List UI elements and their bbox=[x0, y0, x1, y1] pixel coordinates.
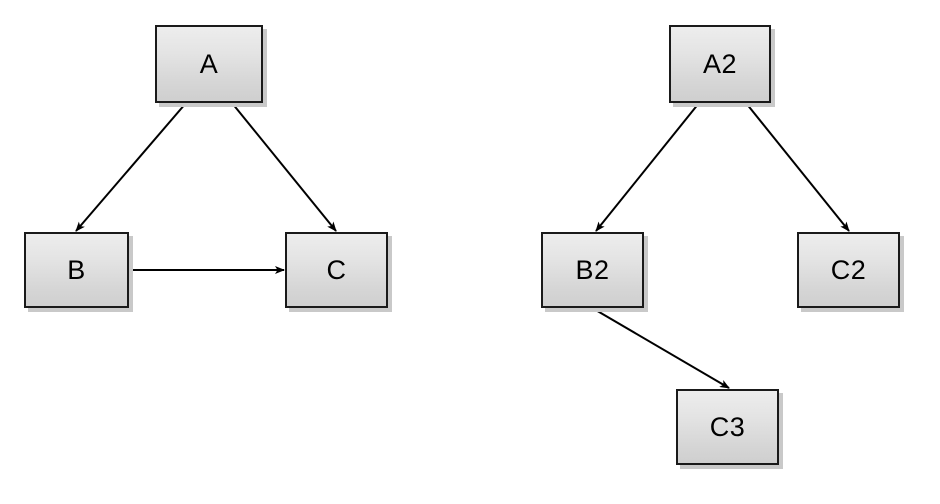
node-label-b2: B2 bbox=[575, 254, 610, 285]
edge-a-to-c bbox=[231, 102, 337, 232]
node-a2[interactable]: A2 bbox=[669, 25, 771, 103]
node-label-c2: C2 bbox=[830, 254, 867, 285]
node-b[interactable]: B bbox=[24, 232, 129, 308]
edge-b2-to-c3 bbox=[593, 308, 730, 389]
node-label-b: B bbox=[67, 254, 86, 285]
node-c[interactable]: C bbox=[285, 232, 388, 308]
node-c2[interactable]: C2 bbox=[797, 232, 900, 308]
node-a[interactable]: A bbox=[155, 25, 263, 103]
node-label-c3: C3 bbox=[709, 411, 746, 442]
node-label-c: C bbox=[326, 254, 347, 285]
edge-a-to-b bbox=[75, 102, 187, 232]
edge-a2-to-b2 bbox=[595, 102, 700, 232]
edge-a2-to-c2 bbox=[745, 102, 850, 232]
node-label-a2: A2 bbox=[702, 48, 738, 79]
node-b2[interactable]: B2 bbox=[541, 232, 644, 308]
node-c3[interactable]: C3 bbox=[676, 389, 779, 465]
node-label-a: A bbox=[199, 48, 219, 79]
